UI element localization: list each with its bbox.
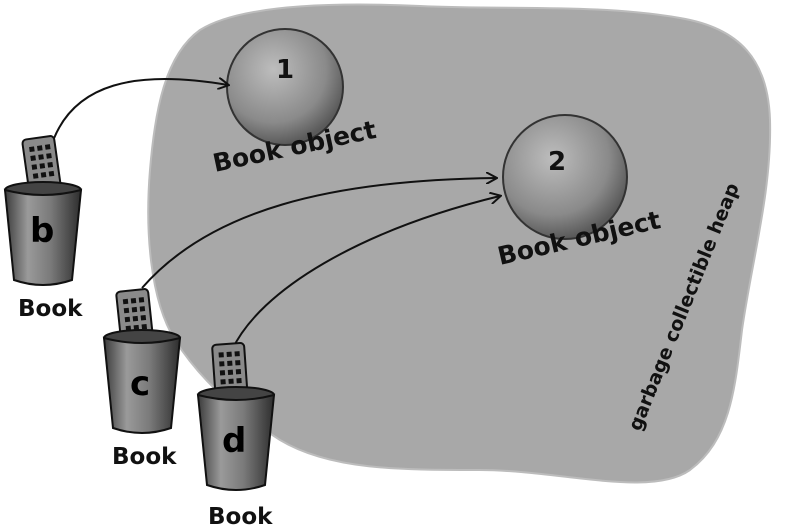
variable-d-name: d bbox=[222, 421, 246, 461]
variable-c-type: Book bbox=[112, 444, 177, 470]
variable-b-type: Book bbox=[18, 296, 83, 322]
object-1-number: 1 bbox=[276, 55, 294, 85]
reference-variable-b: b Book bbox=[5, 136, 83, 322]
object-2-number: 2 bbox=[548, 147, 566, 177]
variable-b-name: b bbox=[30, 211, 54, 251]
variable-d-type: Book bbox=[208, 504, 273, 530]
variable-c-name: c bbox=[130, 364, 150, 404]
